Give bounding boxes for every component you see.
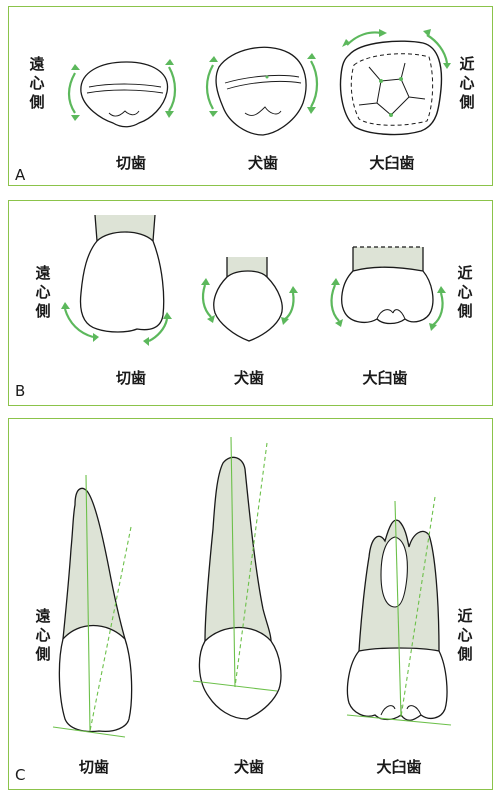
panel-c-letter: C	[15, 766, 25, 784]
panel-c-drawing	[9, 419, 494, 791]
molar-occlusal-outline	[341, 41, 442, 134]
canine-full-outline	[199, 457, 281, 719]
molar-crown-outline	[342, 247, 433, 324]
canine-label: 犬歯	[204, 756, 294, 777]
canine-crown-outline	[214, 257, 282, 341]
molar-label: 大臼歯	[340, 367, 430, 388]
incisor-occlusal-outline	[81, 62, 168, 127]
incisor-label: 切歯	[86, 152, 176, 173]
canine-label: 犬歯	[218, 152, 308, 173]
panel-a-letter: A	[15, 166, 25, 184]
canine-label: 犬歯	[204, 367, 294, 388]
incisor-full-outline	[59, 488, 131, 731]
panel-b-letter: B	[15, 382, 25, 400]
molar-full-outline	[347, 520, 447, 720]
panel-a: 遠心側 近心側	[8, 6, 493, 186]
panel-c: 遠心側 近心側	[8, 418, 493, 790]
molar-label: 大臼歯	[354, 756, 444, 777]
incisor-label: 切歯	[49, 756, 139, 777]
molar-label: 大臼歯	[347, 152, 437, 173]
canine-occlusal-outline	[216, 47, 306, 135]
incisor-crown-outline	[81, 215, 164, 332]
incisor-label: 切歯	[86, 367, 176, 388]
panel-b: 遠心側 近心側	[8, 200, 493, 406]
